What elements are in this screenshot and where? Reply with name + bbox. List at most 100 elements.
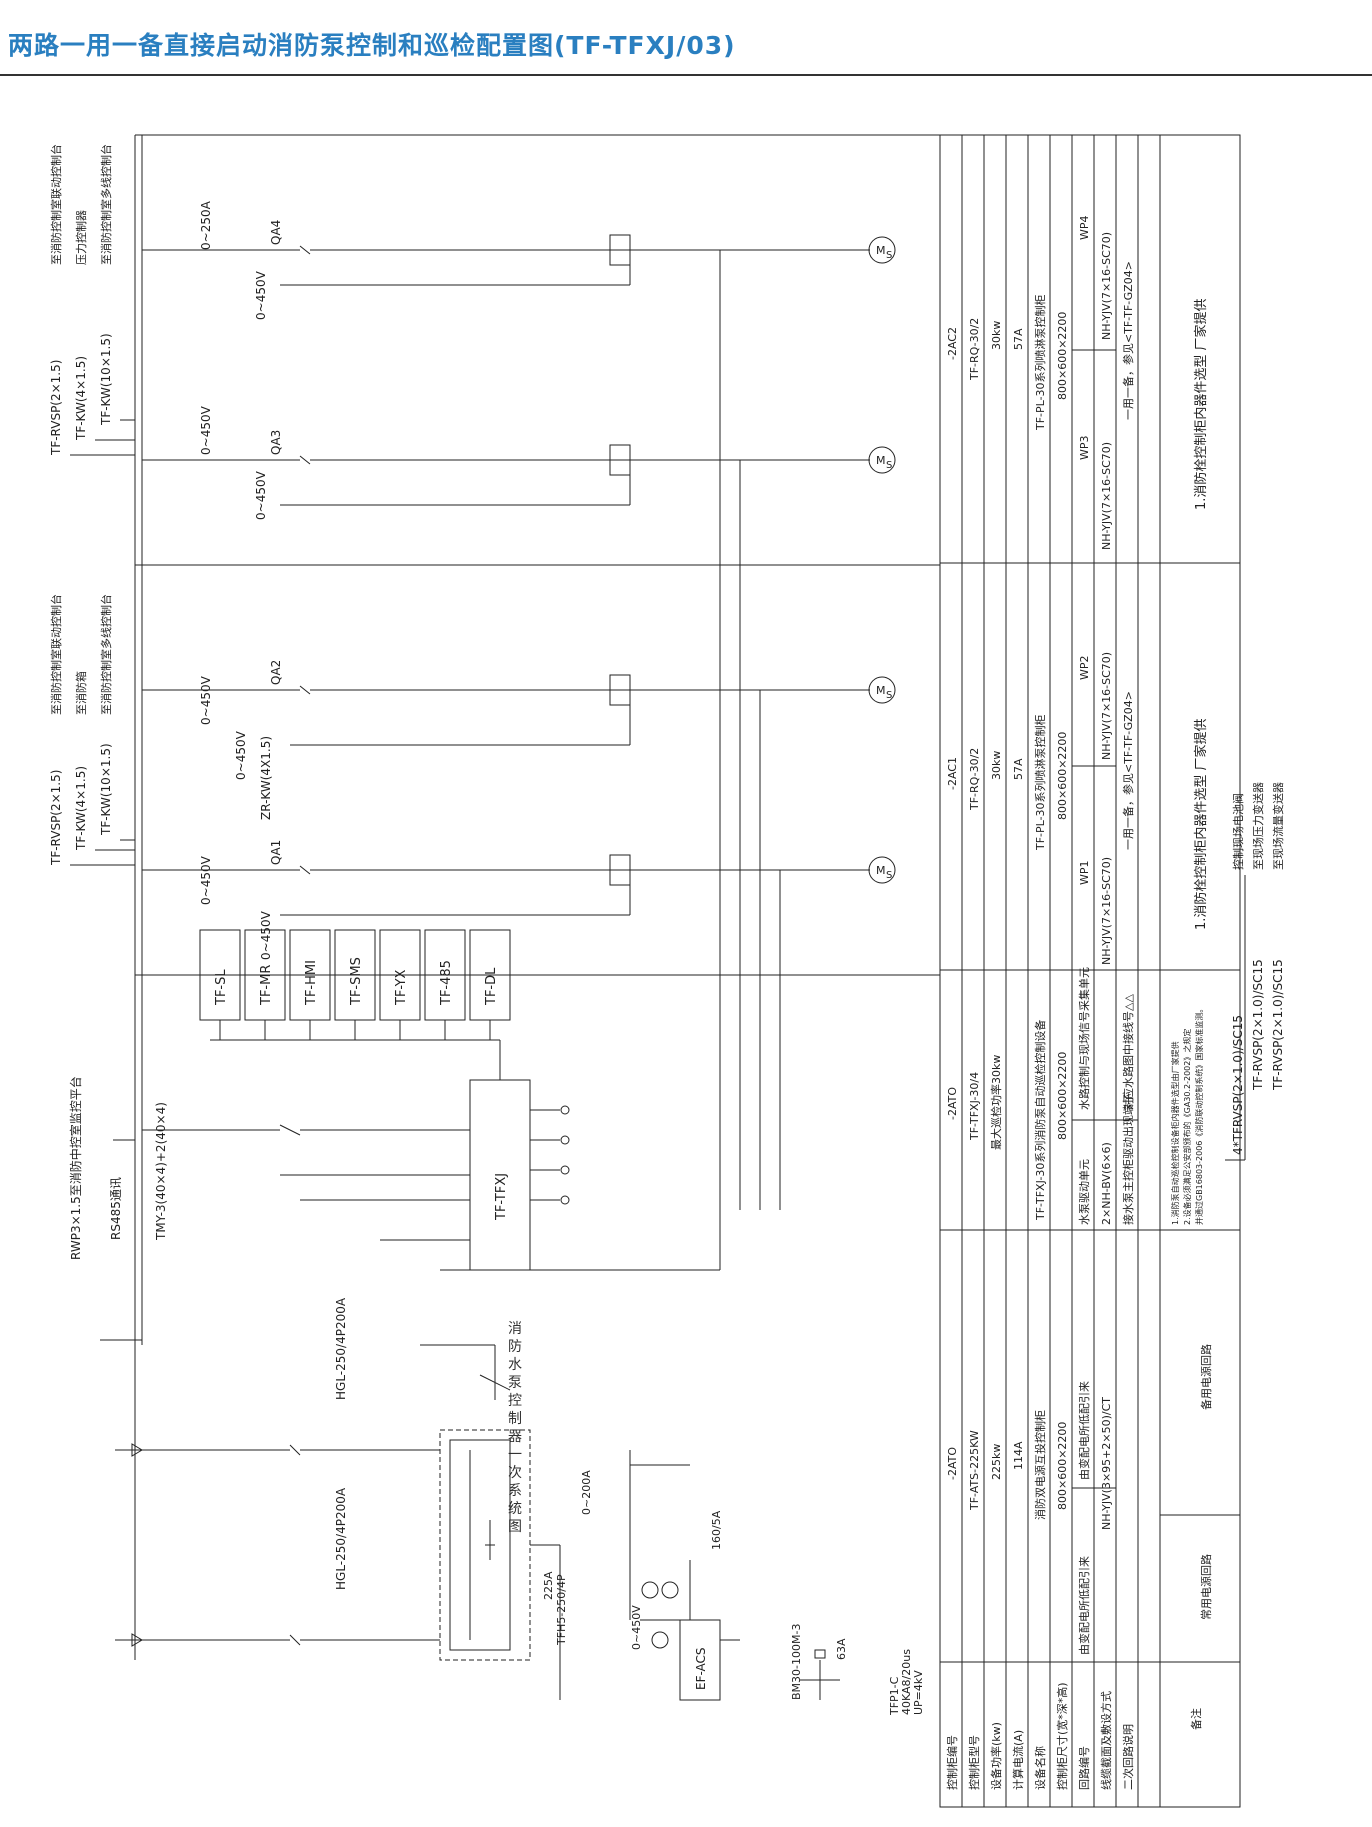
ac1-cable-a: NH-YJV(7×16-SC70) xyxy=(1100,857,1113,965)
motor-s-label: S xyxy=(886,690,892,701)
xj-secondary-b: 对应水路图中接线号△△ xyxy=(1121,994,1135,1110)
g2-dest-2: 压力控制器 xyxy=(74,210,88,265)
motor-label: M xyxy=(876,684,886,697)
module-label: TF-DL xyxy=(484,967,499,1006)
ac2-circuit-a: WP3 xyxy=(1078,435,1091,460)
g2-cable-2: TF-KW(4×1.5) xyxy=(74,356,88,441)
qa4-label: QA4 xyxy=(269,220,283,245)
g2-cable-1: TF-RVSP(2×1.5) xyxy=(49,360,63,456)
ac1-name: TF-PL-30系列喷淋泵控制柜 xyxy=(1033,714,1047,851)
branch-cable-1: 4*TFRVSP(2×1.0)/SC15 xyxy=(1231,1015,1245,1155)
xj-note-2: 2.设备必须满足公安部颁布的《GA30.2-2002》之规定 xyxy=(1182,1029,1192,1225)
g1-dest-2: 至消防箱 xyxy=(74,671,88,715)
ac2-size: 800×600×2200 xyxy=(1056,312,1069,400)
ac2-model: TF-RQ-30/2 xyxy=(968,318,981,381)
ats-name: 消防双电源互投控制柜 xyxy=(1033,1410,1047,1520)
side-title: 消防水泵控制器一次系统图 xyxy=(508,1321,522,1535)
g1-volt-3: 0~450V xyxy=(199,675,213,725)
g1-cable-2: TF-KW(4×1.5) xyxy=(74,766,88,851)
qa1-label: QA1 xyxy=(269,840,283,865)
module-label: TF-SMS xyxy=(349,957,364,1006)
table-row-header: 计算电流(A) xyxy=(1011,1730,1025,1790)
rwp3-label: RWP3×1.5至消防中控室监控平台 xyxy=(68,1076,83,1260)
ac2-cable-b: NH-YJV(7×16-SC70) xyxy=(1100,232,1113,340)
qa3-label: QA3 xyxy=(269,430,283,455)
ac1-model: TF-RQ-30/2 xyxy=(968,748,981,811)
g2-amp-4: 0~250A xyxy=(199,200,213,250)
ac2-circuit-b: WP4 xyxy=(1078,215,1091,240)
motor-s-label: S xyxy=(886,250,892,261)
xj-cable: 2×NH-BV(6×6) xyxy=(1100,1142,1113,1225)
xj-note-1: 1.消防泵自动巡检控制设备柜内器件选型由厂家提供 xyxy=(1170,1041,1180,1225)
ac2-remark: 1.消防栓控制柜内器件选型 厂家提供 xyxy=(1193,298,1209,510)
xj-circuit-a: 水泵驱动单元 xyxy=(1078,1159,1091,1225)
ats-power: 225kw xyxy=(990,1444,1003,1480)
branch-cable-3: TF-RVSP(2×1.0)/SC15 xyxy=(1271,959,1285,1091)
g2-volt-3: 0~450V xyxy=(254,270,268,320)
table-row-header: 备注 xyxy=(1189,1708,1203,1730)
g1-dest-3: 至消防控制室多线控制台 xyxy=(99,594,113,715)
ac1-cabinet-no: -2AC1 xyxy=(946,757,959,790)
xj-model: TF-TFXJ-30/4 xyxy=(968,1072,981,1141)
meter-a-label: 0~200A xyxy=(580,1470,593,1515)
xj-secondary-a: 接水泵主控柜驱动出现端子 xyxy=(1121,1093,1135,1225)
ats-circuit-b: 由变配电所低配引来 xyxy=(1077,1381,1091,1480)
hgl-label-1: HGL-250/4P200A xyxy=(334,1487,348,1590)
ac1-secondary: 一用一备，参见<TF-TF-GZ04> xyxy=(1121,691,1135,850)
tfp1-spec: 40KA8/20us xyxy=(900,1649,913,1715)
bm30-label: BM30-100M-3 xyxy=(790,1624,803,1700)
ac2-secondary: 一用一备，参见<TF-TF-GZ04> xyxy=(1121,261,1135,420)
ac2-power: 30kw xyxy=(990,321,1003,350)
ats-remark-b: 备用电源回路 xyxy=(1199,1344,1213,1410)
xj-size: 800×600×2200 xyxy=(1056,1052,1069,1140)
motor-s-label: S xyxy=(886,460,892,471)
title-divider xyxy=(0,74,1372,76)
module-label: TF-MR xyxy=(259,965,274,1006)
hgl-label-2: HGL-250/4P200A xyxy=(334,1297,348,1400)
table-row-header: 设备名称 xyxy=(1033,1746,1047,1790)
ats-cabinet-no: -2ATO xyxy=(946,1447,959,1480)
motor-label: M xyxy=(876,244,886,257)
branch-dest-2: 至现场压力变送器 xyxy=(1251,782,1265,870)
xj-power: 最大巡检功率30kw xyxy=(989,1055,1003,1150)
motor-label: M xyxy=(876,454,886,467)
ac1-circuit-a: WP1 xyxy=(1078,860,1091,885)
tfxj-label: TF-TFXJ xyxy=(494,1173,509,1221)
g2-volt-2: 0~450V xyxy=(254,470,268,520)
tfp1-up: UP=4kV xyxy=(912,1670,925,1715)
g2-volt-1: 0~450V xyxy=(199,405,213,455)
qa2-label: QA2 xyxy=(269,660,283,685)
table-row-header: 回路编号 xyxy=(1077,1746,1091,1790)
xj-cabinet-no: -2ATO xyxy=(946,1087,959,1120)
g1-cable-1: TF-RVSP(2×1.5) xyxy=(49,770,63,866)
table-row-header: 二次回路说明 xyxy=(1121,1724,1135,1790)
ac2-name: TF-PL-30系列喷淋泵控制柜 xyxy=(1033,294,1047,431)
motor-s-label: S xyxy=(886,870,892,881)
module-label: TF-HMI xyxy=(304,960,319,1006)
module-label: TF-SL xyxy=(214,969,229,1006)
ats-circuit-a: 由变配电所低配引来 xyxy=(1077,1556,1091,1655)
ats-size: 800×600×2200 xyxy=(1056,1422,1069,1510)
table-row-header: 控制柜型号 xyxy=(967,1735,981,1790)
ac1-circuit-b: WP2 xyxy=(1078,655,1091,680)
tfp1-label: TFP1-C xyxy=(888,1676,901,1716)
g1-volt-2: 0~450V xyxy=(259,910,273,960)
motor-label: M xyxy=(876,864,886,877)
ats-remark-a: 常用电源回路 xyxy=(1199,1554,1213,1620)
module-label: TF-YX xyxy=(394,969,409,1006)
g1-volt-4: 0~450V xyxy=(234,730,248,780)
branch-dest-1: 控制现场电池阀 xyxy=(1231,793,1245,870)
a63-label: 63A xyxy=(835,1638,848,1660)
tfh5-label: TFH5-250/4P xyxy=(555,1574,568,1646)
a225-label: 225A xyxy=(542,1571,555,1600)
table-row-header: 线缆截面及敷设方式 xyxy=(1099,1691,1113,1790)
g1-volt-1: 0~450V xyxy=(199,855,213,905)
ac2-cable-a: NH-YJV(7×16-SC70) xyxy=(1100,442,1113,550)
branch-dest-3: 至现场流量变送器 xyxy=(1271,782,1285,870)
tmy-label: TMY-3(40×4)+2(40×4) xyxy=(154,1102,168,1241)
ac1-remark: 1.消防栓控制柜内器件选型 厂家提供 xyxy=(1193,718,1209,930)
rs485-label: RS485通讯 xyxy=(109,1177,123,1240)
ats-current: 114A xyxy=(1012,1441,1025,1470)
g1-cable-3: TF-KW(10×1.5) xyxy=(99,743,113,836)
